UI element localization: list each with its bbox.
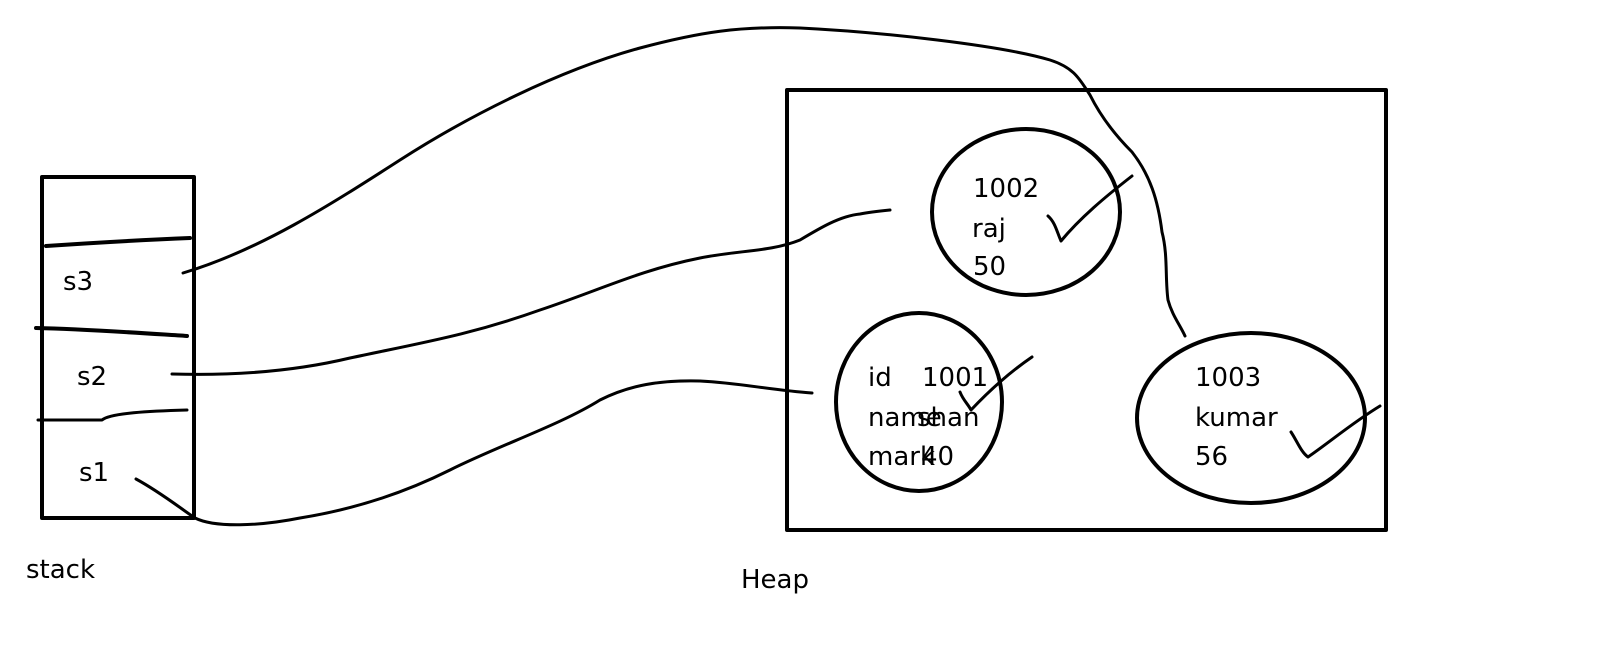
checkmark-1002-icon xyxy=(1046,174,1134,243)
object-1001-marks: 40 xyxy=(921,442,954,472)
reference-s3-to-1003 xyxy=(181,26,1187,338)
reference-s2-to-1002 xyxy=(170,208,892,376)
object-1002-id: 1002 xyxy=(973,174,1039,204)
heap-object-1001 xyxy=(834,311,1004,493)
stack-slot-s1: s1 xyxy=(79,458,109,488)
stack-slot-s2: s2 xyxy=(77,362,107,392)
object-1001-id: 1001 xyxy=(922,363,988,393)
heap-object-1003 xyxy=(1135,331,1367,505)
object-1003-marks: 56 xyxy=(1195,442,1228,472)
stack-divider-middle xyxy=(34,326,189,338)
stack-caption: stack xyxy=(26,555,95,585)
checkmark-1003-icon xyxy=(1289,404,1382,459)
heap-caption: Heap xyxy=(741,565,809,595)
object-1001-label-mark: mark xyxy=(868,442,935,472)
object-1002-marks: 50 xyxy=(973,252,1006,282)
object-1001-label-name: name xyxy=(868,403,942,433)
object-1002-name: raj xyxy=(972,214,1006,244)
object-1003-name: kumar xyxy=(1195,403,1278,433)
object-1003-id: 1003 xyxy=(1195,363,1261,393)
stack-box xyxy=(40,175,196,520)
reference-s1-to-1001 xyxy=(134,379,814,527)
stack-divider-bottom xyxy=(36,408,189,422)
checkmark-1001-icon xyxy=(958,355,1034,412)
heap-object-1002 xyxy=(930,127,1122,297)
stack-slot-s3: s3 xyxy=(63,267,93,297)
object-1001-label-id: id xyxy=(868,363,892,393)
stack-divider-top xyxy=(44,236,192,248)
